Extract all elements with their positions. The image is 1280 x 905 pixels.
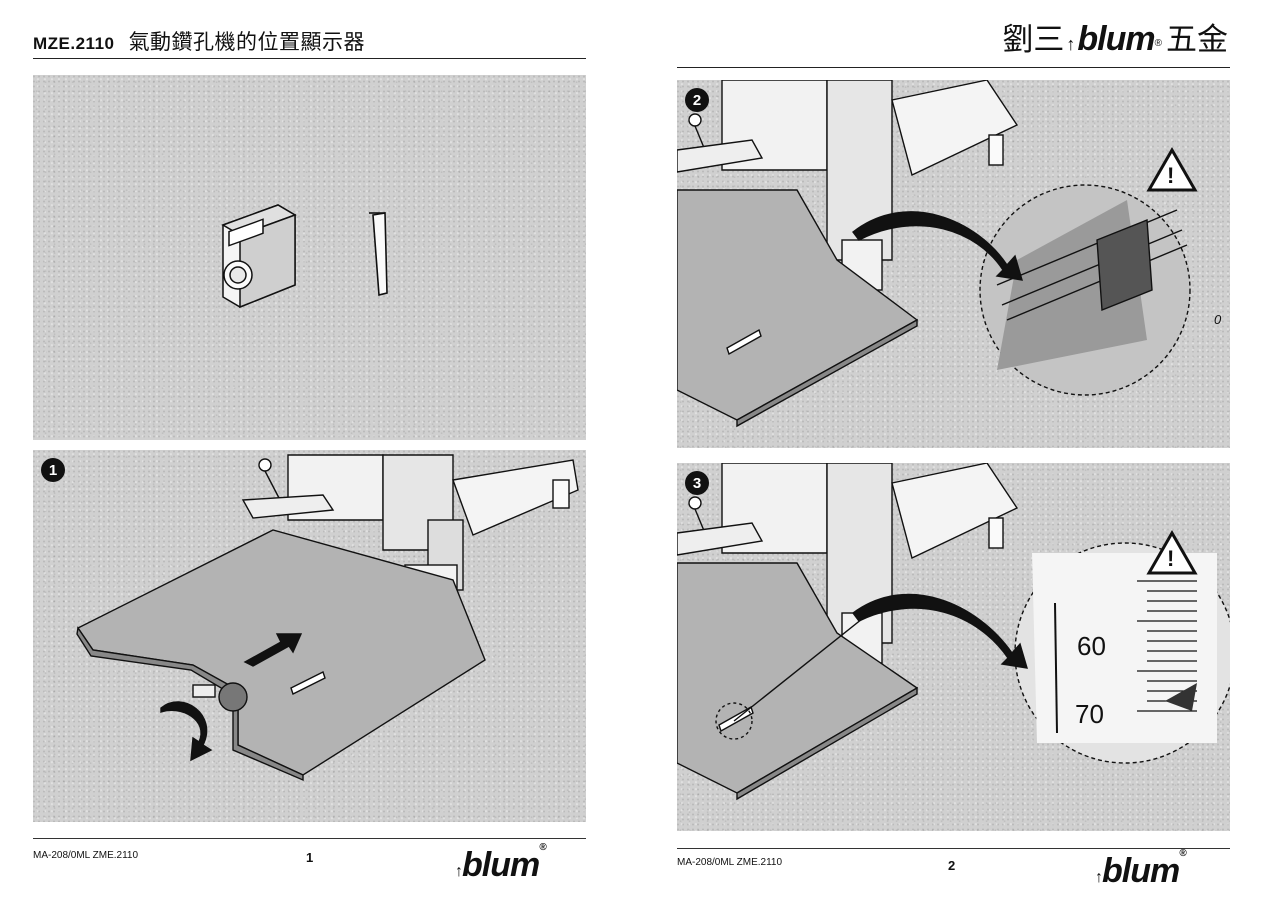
step2-figure: ! 0 2 <box>677 80 1230 448</box>
zero-mark: 0 <box>1214 312 1222 327</box>
step1-figure: 1 <box>33 450 586 822</box>
warning-triangle-icon: ! <box>1167 546 1174 571</box>
page-title: MZE.2110 氣動鑽孔機的位置顯示器 <box>33 26 365 56</box>
step3-badge: 3 <box>685 471 709 495</box>
hex-key-icon <box>369 212 388 297</box>
scale-label-60: 60 <box>1077 631 1106 661</box>
blum-logo-footer: ↑blum® <box>455 842 547 884</box>
top-rule <box>33 58 586 59</box>
step1-badge: 1 <box>41 458 65 482</box>
footer-code-right: MA-208/0ML ZME.2110 <box>677 857 783 868</box>
left-page: MZE.2110 氣動鑽孔機的位置顯示器 <box>33 26 586 884</box>
right-page: 劉三 ↑ blum ® 五金 <box>640 0 1280 905</box>
parts-illustration <box>221 204 388 309</box>
warning-triangle-icon: ! <box>1167 163 1174 188</box>
title-code: MZE.2110 <box>33 34 115 53</box>
footer-rule <box>33 838 586 839</box>
scale-label-70: 70 <box>1075 699 1104 729</box>
blum-arrow-icon: ↑ <box>1066 34 1076 54</box>
parts-figure <box>33 75 586 440</box>
page-number-right: 2 <box>948 858 956 873</box>
step3-figure: 60 70 ! 3 <box>677 463 1230 831</box>
brand-reg-mark: ® <box>1154 38 1162 49</box>
blum-logo-footer-right: ↑blum® <box>1095 848 1187 890</box>
brand-zh-prefix: 劉三 <box>1002 22 1065 58</box>
brand-header: 劉三 ↑ blum ® 五金 <box>1002 14 1228 59</box>
step2-badge: 2 <box>685 88 709 112</box>
footer-code: MA-208/0ML ZME.2110 <box>33 850 139 861</box>
title-chinese: 氣動鑽孔機的位置顯示器 <box>128 30 366 54</box>
brand-zh-suffix: 五金 <box>1166 22 1228 58</box>
step1-illustration <box>76 454 579 782</box>
step2-illustration: ! 0 <box>677 80 1222 428</box>
top-rule-right <box>677 67 1230 68</box>
page-number: 1 <box>306 850 314 865</box>
footer-rule-right <box>677 848 1230 849</box>
step3-illustration: 60 70 ! <box>677 463 1230 801</box>
brand-name: blum <box>1077 20 1155 58</box>
